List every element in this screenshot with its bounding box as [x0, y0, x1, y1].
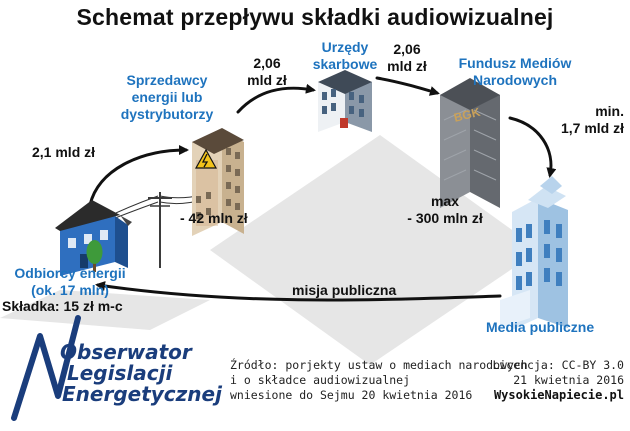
logo-line-3: Energetycznej	[62, 382, 222, 406]
label-consumers: Odbiorcy energii (ok. 17 mln)	[0, 265, 140, 299]
flow-sellers-retained: - 42 mln zł	[180, 210, 248, 226]
label-sellers-line-3: dystrybutorzy	[120, 106, 214, 122]
flow-sellers-to-tax-line-1: 2,06	[253, 55, 281, 71]
apartment-block-icon	[192, 128, 244, 236]
source-line-3: wniesione do Sejmu 20 kwietnia 2016	[230, 388, 473, 402]
label-sellers: Sprzedawcy energii lub dystrybutorzy	[102, 72, 232, 123]
source-line-1: Źródło: porjekty ustaw o mediach narodow…	[230, 358, 528, 372]
label-sellers-line-1: Sprzedawcy	[126, 72, 208, 88]
label-fund-line-2: Narodowych	[472, 72, 557, 88]
logo-line-1: Obserwator	[60, 340, 192, 364]
arrow-media-to-consumers	[95, 281, 502, 302]
label-tax-offices-line-1: Urzędy	[321, 39, 369, 55]
flow-media-to-consumers: misja publiczna	[292, 282, 397, 298]
media-tower-icon	[500, 176, 568, 330]
bgk-tower-icon: BGK	[440, 78, 500, 208]
arrow-tax-to-fund	[375, 76, 440, 96]
flow-tax-to-fund-line-1: 2,06	[393, 41, 421, 57]
source-note: Źródło: porjekty ustaw o mediach narodow…	[230, 358, 528, 403]
page-title: Schemat przepływu składki audiowizualnej	[76, 4, 554, 30]
high-voltage-icon	[194, 148, 218, 169]
source-line-2: i o składce audiowizualnej	[230, 373, 411, 387]
flow-tax-to-fund: 2,06 mld zł	[380, 41, 434, 75]
arrow-sellers-to-tax	[236, 83, 316, 114]
arrow-consumers-to-sellers	[88, 145, 189, 207]
logo-n-icon	[11, 315, 81, 421]
flow-arrows	[88, 76, 557, 302]
label-tax-offices-line-2: skarbowe	[312, 56, 378, 72]
flow-consumers-to-sellers: 2,1 mld zł	[32, 144, 96, 160]
flow-sellers-to-tax: 2,06 mld zł	[240, 55, 294, 89]
license-line-2: 21 kwietnia 2016	[513, 373, 624, 387]
label-tax-offices: Urzędy skarbowe	[290, 39, 400, 73]
label-consumers-line-2: (ok. 17 mln)	[31, 282, 109, 298]
logo-line-2: Legislacji	[67, 361, 173, 385]
fee-label: Składka: 15 zł m-c	[2, 298, 123, 314]
flow-fund-retained: max - 300 mln zł	[390, 193, 500, 227]
label-consumers-line-1: Odbiorcy energii	[14, 265, 126, 281]
power-pole-icon	[148, 192, 172, 268]
tax-office-icon	[318, 70, 372, 132]
bgk-sign: BGK	[452, 105, 482, 125]
label-fund: Fundusz Mediów Narodowych	[440, 55, 590, 89]
logo-text: Obserwator Legislacji Energetycznej	[60, 342, 222, 405]
flow-tax-to-fund-line-2: mld zł	[387, 58, 427, 74]
license-line-1: Licencja: CC-BY 3.0	[492, 358, 624, 372]
arrow-fund-to-media	[508, 116, 557, 178]
license-note: Licencja: CC-BY 3.0 21 kwietnia 2016	[440, 358, 624, 388]
flow-fund-to-media-line-1: min.	[595, 103, 624, 119]
flow-sellers-to-tax-line-2: mld zł	[247, 72, 287, 88]
flow-fund-to-media-line-2: 1,7 mld zł	[560, 120, 624, 136]
website-link[interactable]: WysokieNapiecie.pl	[493, 388, 624, 402]
label-public-media: Media publiczne	[486, 319, 595, 335]
flow-fund-to-media: min. 1,7 mld zł	[536, 103, 624, 137]
flow-fund-retained-line-2: - 300 mln zł	[407, 210, 483, 226]
house-icon	[55, 200, 132, 276]
label-fund-line-1: Fundusz Mediów	[458, 55, 572, 71]
tree-icon	[86, 240, 103, 272]
label-sellers-line-2: energii lub	[131, 89, 203, 105]
flow-fund-retained-line-1: max	[430, 193, 460, 209]
